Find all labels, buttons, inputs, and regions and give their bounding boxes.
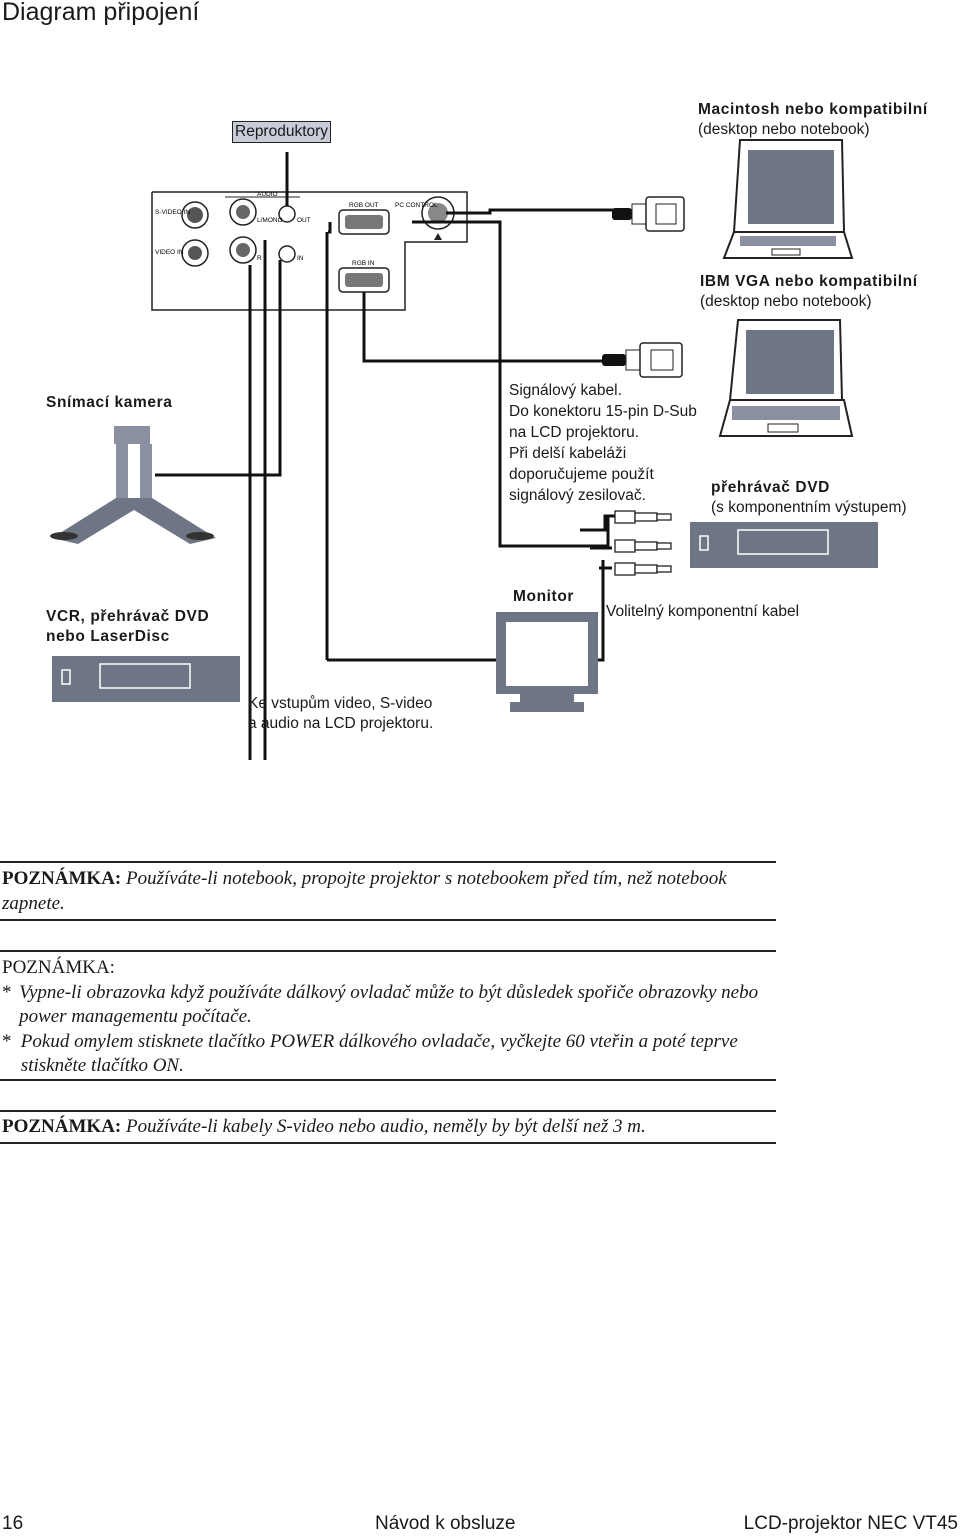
page-number: 16 [2, 1513, 24, 1534]
cables [155, 152, 615, 760]
video-inputs-label-1: Ke vstupům video, S-video [248, 695, 433, 712]
ibm-laptop [718, 319, 854, 437]
note-1: POZNÁMKA: Používáte-li notebook, propojt… [2, 868, 727, 914]
note1-bottom-rule [0, 919, 776, 921]
audio-l-jack [229, 198, 257, 226]
camera-cable [155, 260, 282, 477]
speakers-label: Reproduktory [232, 121, 332, 143]
svg-text:IN: IN [297, 255, 304, 262]
svg-text:RGB IN: RGB IN [352, 260, 375, 267]
document-camera [50, 426, 216, 544]
ibm-label: IBM VGA nebo kompatibilní [700, 273, 918, 290]
footer-center: Návod k obsluze [375, 1513, 516, 1534]
note-3: POZNÁMKA: Používáte-li kabely S-video ne… [2, 1116, 646, 1137]
svg-text:RGB OUT: RGB OUT [349, 202, 379, 209]
dvd-label: přehrávač DVD [711, 479, 830, 496]
audio-in-jack [278, 245, 296, 263]
projector-panel: S-VIDEO IN VIDEO IN AUDIO L/MONO R OUT I… [151, 191, 468, 311]
dsub-connector-mac [612, 196, 685, 232]
footer-right: LCD-projektor NEC VT45 [743, 1513, 958, 1534]
vcr-label-1: VCR, přehrávač DVD [46, 608, 210, 625]
dvd-sublabel: (s komponentním výstupem) [711, 499, 907, 516]
svg-text:OUT: OUT [297, 217, 311, 224]
video-in-jack [181, 239, 209, 267]
video-inputs-label-2: a audio na LCD projektoru. [248, 715, 434, 732]
page-title: Diagram připojení [2, 0, 200, 26]
dvd-player-component [690, 522, 878, 568]
ibm-sublabel: (desktop nebo notebook) [700, 293, 872, 310]
svg-text:PC CONTROL: PC CONTROL [395, 202, 438, 209]
svg-text:R: R [257, 255, 262, 262]
component-cable-label: Volitelný komponentní kabel [606, 603, 800, 620]
svideo-in-jack [181, 201, 209, 229]
vcr-label-2: nebo LaserDisc [46, 628, 170, 645]
macintosh-laptop [722, 139, 854, 259]
svg-text:AUDIO: AUDIO [257, 191, 278, 198]
signal-cable-note: Signálový kabel. Do konektoru 15-pin D-S… [509, 382, 697, 504]
monitor-device [496, 612, 598, 712]
note3-top-rule [0, 1110, 776, 1112]
monitor-label: Monitor [513, 588, 575, 605]
note1-top-rule [0, 861, 776, 863]
pc-control-cable [412, 220, 610, 548]
svg-text:S-VIDEO IN: S-VIDEO IN [155, 209, 190, 216]
camera-label: Snímací kamera [46, 394, 173, 411]
mac-sublabel: (desktop nebo notebook) [698, 121, 870, 138]
component-plugs [614, 510, 672, 576]
dsub-connector-ibm [602, 342, 683, 378]
audio-r-jack [229, 236, 257, 264]
mac-label: Macintosh nebo kompatibilní [698, 101, 928, 118]
note2-top-rule [0, 950, 776, 952]
svg-text:L/MONO: L/MONO [257, 217, 283, 224]
note2-bottom-rule [0, 1079, 776, 1081]
vcr-player [52, 656, 240, 702]
rgb-in-cable [362, 292, 608, 363]
svg-text:VIDEO IN: VIDEO IN [155, 249, 184, 256]
note-2: POZNÁMKA: *Vypne-li obrazovka když použí… [2, 957, 759, 1076]
rgb-out-port [338, 209, 390, 235]
note3-bottom-rule [0, 1142, 776, 1144]
